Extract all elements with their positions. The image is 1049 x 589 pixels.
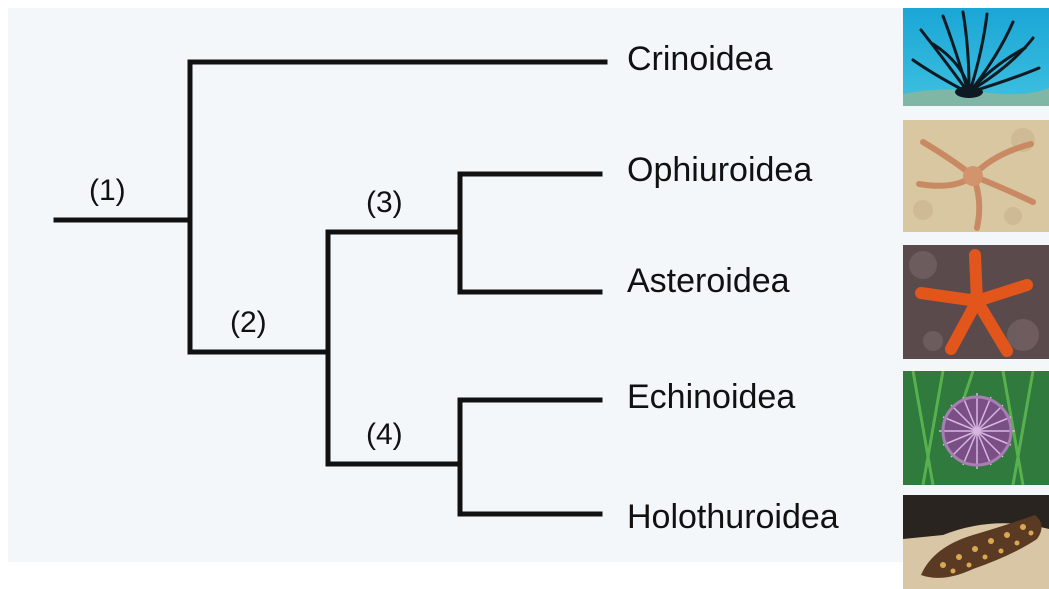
taxon-ophiuroidea: Ophiuroidea	[627, 151, 813, 189]
phylogenetic-tree	[53, 59, 608, 517]
taxon-echinoidea: Echinoidea	[627, 378, 796, 416]
echinoidea-photo	[903, 371, 1049, 485]
node-label-1: (1)	[89, 174, 126, 207]
taxon-asteroidea: Asteroidea	[627, 262, 790, 300]
ophiuroidea-photo	[903, 120, 1049, 232]
node-label-2: (2)	[230, 306, 267, 339]
taxon-crinoidea: Crinoidea	[627, 40, 773, 78]
diagram-background	[8, 8, 1049, 562]
node-label-4: (4)	[366, 418, 403, 451]
holothuroidea-photo	[903, 495, 1049, 589]
asteroidea-photo	[903, 245, 1049, 359]
crinoidea-photo	[903, 8, 1049, 106]
taxon-holothuroidea: Holothuroidea	[627, 498, 839, 536]
node-label-3: (3)	[366, 186, 403, 219]
